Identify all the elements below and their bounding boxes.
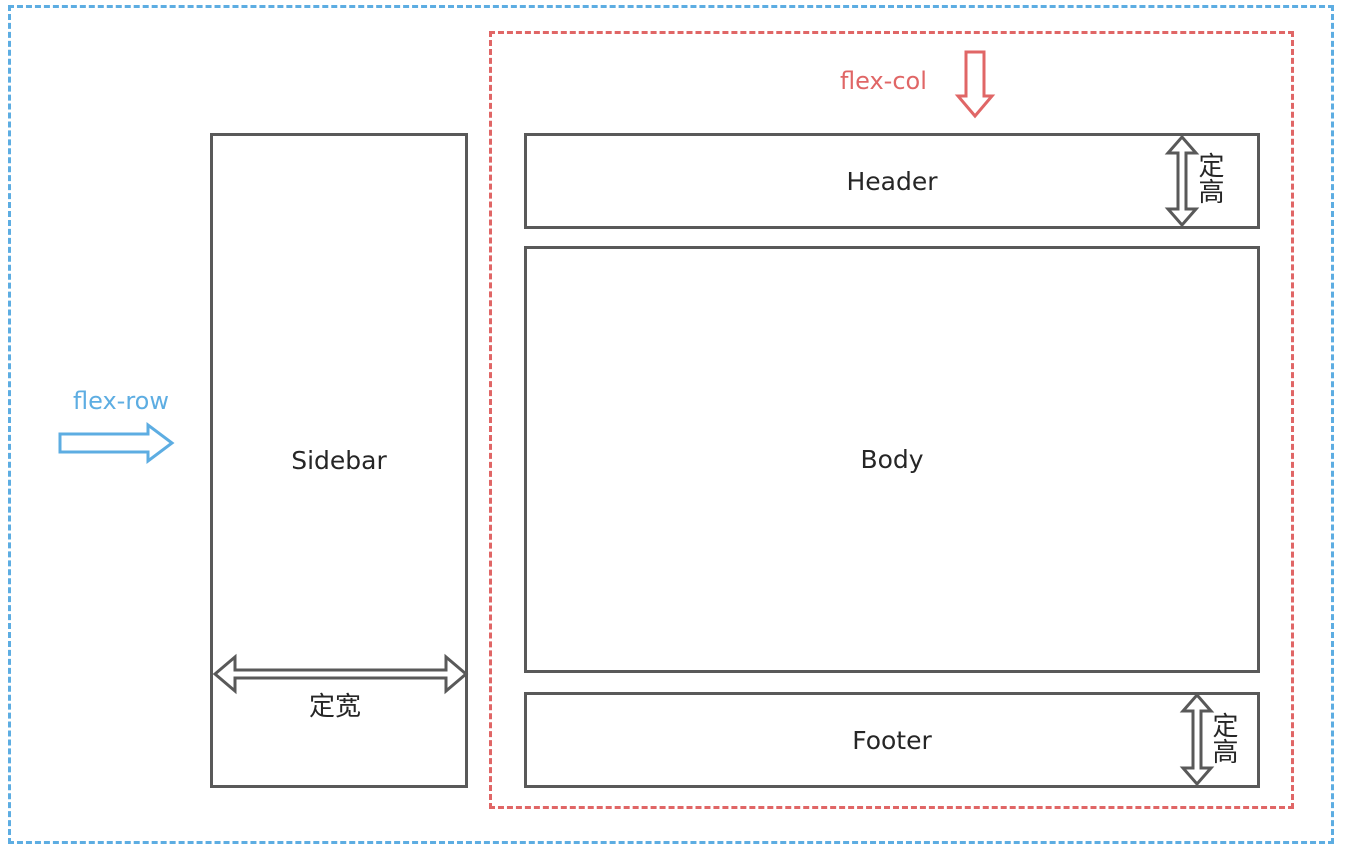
body-label: Body <box>860 445 924 474</box>
double-headed-vertical-arrow-icon <box>1179 692 1215 787</box>
flex-row-label: flex-row <box>73 387 169 415</box>
footer-label: Footer <box>852 725 932 755</box>
sidebar-label: Sidebar <box>291 446 387 475</box>
double-headed-vertical-arrow-icon <box>1164 134 1200 228</box>
flex-col-container <box>489 31 1294 809</box>
fixed-width-label: 定宽 <box>309 692 362 722</box>
down-outline-arrow-icon <box>954 50 996 119</box>
flex-col-label: flex-col <box>840 67 927 95</box>
flex-row-container <box>8 5 1334 844</box>
double-headed-horizontal-arrow-icon <box>212 653 469 695</box>
header-label: Header <box>846 166 938 196</box>
footer-fixed-height-label: 定高 <box>1208 712 1238 764</box>
header-box: Header <box>524 133 1260 229</box>
body-box: Body <box>524 246 1260 673</box>
footer-box: Footer <box>524 692 1260 788</box>
header-fixed-height-label: 定高 <box>1194 152 1224 204</box>
right-outline-arrow-icon <box>58 422 175 464</box>
